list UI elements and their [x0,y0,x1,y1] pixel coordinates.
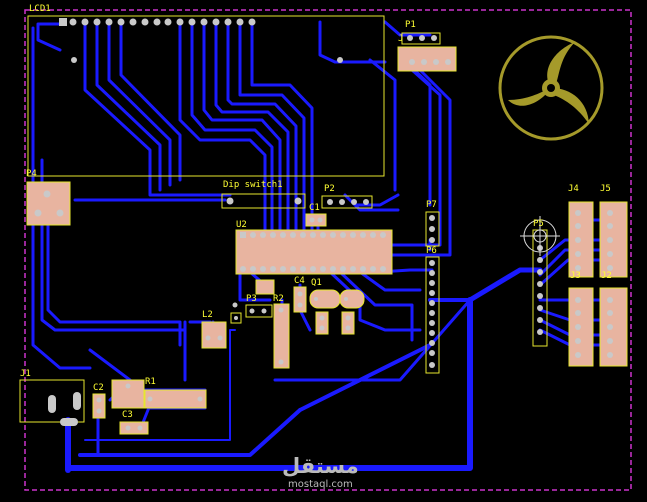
j-connector-pads [575,210,613,358]
label-u2: U2 [236,220,247,230]
p4-body [26,181,71,226]
c3-body [119,421,149,435]
label-p2: P2 [324,184,335,194]
lcd1-outline [27,15,385,177]
j1-pad [60,418,78,426]
u2-pads [240,232,386,272]
j1-pad [48,395,56,413]
label-r2: R2 [273,294,284,304]
crosshair-target-icon [520,216,560,256]
test-pad [234,316,238,320]
c4-pad [297,302,303,308]
watermark-latin: mostaql.com [288,479,353,490]
test-pad-outline [230,312,242,324]
r2-pad [278,359,284,365]
watermark-arabic: مستقل [282,454,359,478]
label-c1: C1 [309,203,320,213]
label-p6: P6 [426,246,437,256]
label-p3: P3 [246,294,257,304]
label-p5: P5 [533,219,544,229]
label-j3: J3 [570,271,581,281]
dip-switch-pad [294,197,302,205]
p6-outline [425,256,440,374]
c3-pad [125,425,131,431]
q1-body [315,311,329,335]
q1-pads [314,297,351,331]
label-p4: P4 [26,169,37,179]
r2-pad [278,307,284,313]
label-c3: C3 [122,410,133,420]
c1-pad [317,217,323,223]
j2-body [599,287,628,367]
c2-body [92,393,106,419]
label-p1: P1 [405,20,416,30]
p4-pad [34,209,42,217]
r1-pad [197,396,203,402]
label-q1: Q1 [311,278,322,288]
label-dip-switch: Dip switch1 [223,180,283,190]
c4-pad [297,291,303,297]
q1-body [341,311,355,335]
c6-body [339,289,365,309]
p3-pad [249,308,255,314]
regulator-pad [125,383,131,389]
label-j: J [398,34,404,44]
p3-pad [261,308,267,314]
l2-pad [217,335,223,341]
board-outline [24,9,632,491]
p6-pads [429,260,435,368]
test-pad [232,302,238,308]
p4-pad [43,190,51,198]
p1-outline [401,32,441,45]
c2-pad [96,397,102,403]
label-j2: J2 [601,271,612,281]
label-j4: J4 [568,184,579,194]
p7-outline [425,211,440,247]
j5-body [599,201,628,278]
l2-body [201,321,227,349]
j-connector-body [397,46,457,72]
j1-pad [73,392,81,410]
r1-body [144,389,207,409]
label-l2: L2 [202,310,213,320]
p1-j-pads [407,35,451,65]
label-c4: C4 [294,276,305,286]
c3-pad [137,425,143,431]
p7-pads [429,215,435,243]
label-lcd1: LCD1 [29,4,51,14]
j4-body [568,201,594,278]
label-j1: J1 [20,369,31,379]
tri-blade-logo [498,35,604,141]
c1-pad [309,217,315,223]
p3-outline [245,304,273,318]
label-r1: R1 [145,377,156,387]
c1-body [305,213,327,227]
dip-switch-outline [221,193,306,209]
j1-outline [19,379,85,423]
p4-pad [56,209,64,217]
r2-top-body [255,279,275,295]
label-c2: C2 [93,383,104,393]
dip-switch-pad [226,197,234,205]
p5-pads [537,245,543,335]
r2-body [273,303,290,369]
lcd1-header-pads [59,18,343,63]
c2-pad [96,408,102,414]
label-j5: J5 [600,184,611,194]
c4-body [293,286,307,313]
r1-pad [147,396,153,402]
p2-outline [321,195,373,209]
label-p7: P7 [426,200,437,210]
p2-pads [327,199,369,205]
l2-pad [205,335,211,341]
